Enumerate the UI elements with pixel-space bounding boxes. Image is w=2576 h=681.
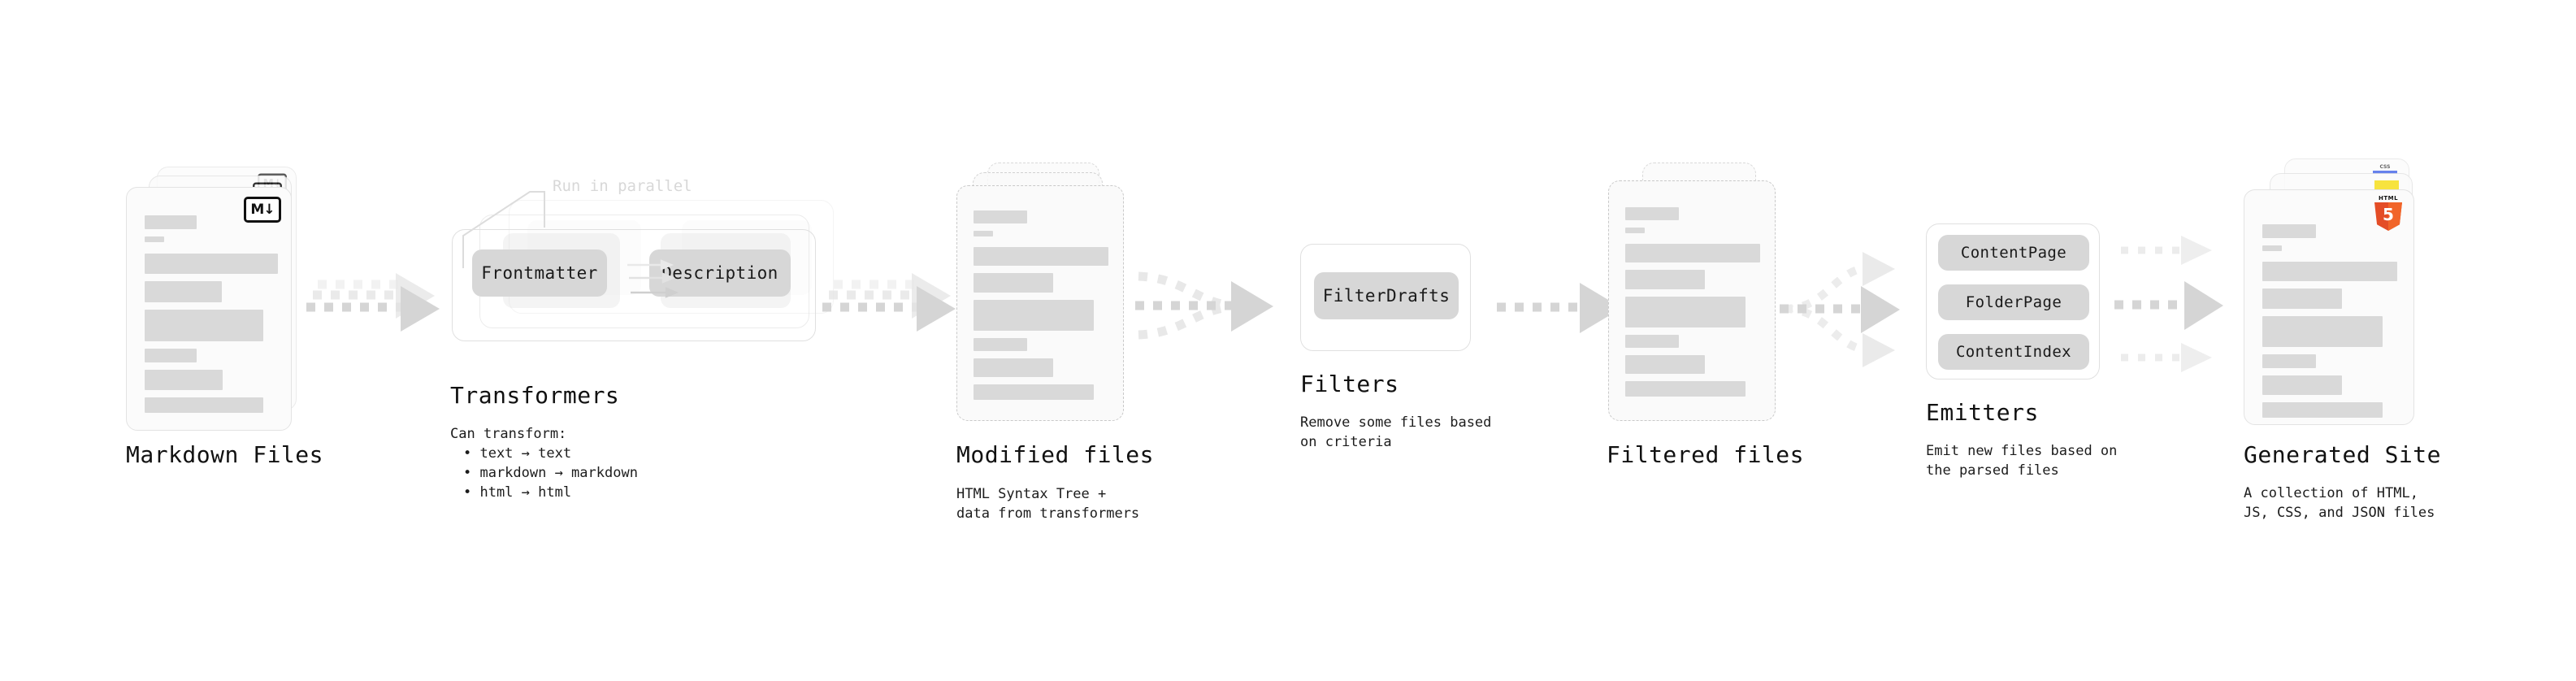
content-bar [2262, 262, 2397, 281]
content-bar [974, 300, 1094, 331]
content-bar [2262, 316, 2383, 347]
emitter-chip-label: FolderPage [1965, 293, 2062, 311]
transformer-chip-description[interactable]: Description [649, 249, 791, 297]
stage-generated-site: CSS HTML 5 [2244, 158, 2441, 521]
emitter-chip-contentpage[interactable]: ContentPage [1938, 235, 2089, 271]
markdown-card-content [145, 215, 278, 420]
markdown-badge-label: M↓ [250, 201, 275, 218]
filter-chip-label: FilterDrafts [1322, 286, 1451, 306]
transformer-chip-label: Frontmatter [481, 263, 598, 283]
html5-badge-label: HTML [2378, 195, 2399, 202]
emitter-chip-label: ContentIndex [1955, 343, 2072, 361]
generated-site-stack: CSS HTML 5 [2244, 158, 2434, 425]
css-badge-label: CSS [2379, 164, 2391, 170]
transformer-chip-frontmatter[interactable]: Frontmatter [472, 249, 607, 297]
html5-badge-icon: HTML 5 [2373, 195, 2404, 231]
stage-title: Generated Site [2244, 441, 2442, 468]
connector-modified-to-filters [1135, 271, 1273, 340]
markdown-badge-icon: M↓ [244, 197, 281, 223]
html5-shield-highlight [2388, 202, 2402, 231]
transformer-chip-label: Description [661, 263, 778, 283]
content-bar [145, 215, 197, 229]
stage-subtitle: A collection of HTML, JS, CSS, and JSON … [2244, 485, 2435, 521]
emitter-chip-label: ContentPage [1960, 244, 2067, 262]
stage-title: Transformers [450, 382, 620, 409]
connector-transformers-to-modified [822, 273, 956, 332]
run-in-parallel-note: Run in parallel [553, 177, 692, 195]
filtered-card-front [1608, 180, 1776, 421]
modified-file-stack [956, 163, 1142, 423]
content-bar [1625, 335, 1679, 348]
transformer-frame-front: Frontmatter Description [452, 229, 816, 341]
filtered-card-content [1625, 207, 1760, 404]
stage-subtitle: Can transform: [450, 426, 567, 442]
site-card-html: HTML 5 [2244, 189, 2414, 425]
emitters-frame: ContentPage FolderPage ContentIndex [1926, 223, 2100, 380]
content-bar [145, 349, 197, 362]
stage-bullet: • markdown → markdown [463, 465, 638, 481]
site-card-content [2262, 224, 2399, 425]
connector-markdown-to-transformers [306, 273, 440, 332]
content-bar [145, 370, 223, 390]
filter-chip-filterdrafts[interactable]: FilterDrafts [1314, 272, 1459, 319]
stage-subtitle: Remove some files based on criteria [1300, 414, 1492, 450]
stage-title: Filters [1300, 371, 1399, 397]
content-bar [974, 210, 1027, 223]
content-bar [2262, 288, 2342, 309]
stage-modified-files: Modified files HTML Syntax Tree + data f… [956, 163, 1154, 522]
filters-frame: FilterDrafts [1300, 244, 1471, 351]
stage-bullet: • html → html [463, 484, 572, 501]
modified-card-content [974, 210, 1108, 407]
content-bar [974, 358, 1053, 377]
content-bar [1625, 355, 1705, 374]
stage-title: Filtered files [1607, 441, 1805, 468]
stage-markdown-files: M↓ M↓ M↓ Markd [126, 167, 323, 468]
connector-filters-to-filtered [1497, 283, 1622, 333]
content-bar [145, 254, 278, 274]
content-bar [145, 397, 263, 413]
content-bar [1625, 270, 1705, 289]
emitter-chip-folderpage[interactable]: FolderPage [1938, 284, 2089, 320]
content-bar [145, 281, 222, 302]
content-bar [974, 338, 1027, 351]
html5-badge-digit: 5 [2383, 205, 2394, 224]
stage-title: Emitters [1926, 399, 2039, 426]
stage-filtered-files: Filtered files [1607, 163, 1804, 468]
content-bar [2262, 224, 2316, 238]
content-bar [145, 236, 164, 242]
content-bar [1625, 297, 1746, 327]
content-bar [974, 273, 1053, 293]
content-bar [1625, 207, 1679, 220]
filtered-file-stack [1608, 163, 1792, 423]
content-bar [1625, 244, 1760, 262]
content-bar [974, 384, 1094, 400]
content-bar [2262, 354, 2316, 368]
connector-filtered-to-emitters [1780, 252, 1900, 367]
stage-title: Markdown Files [126, 441, 324, 468]
emitter-chip-contentindex[interactable]: ContentIndex [1938, 334, 2089, 370]
markdown-file-stack: M↓ M↓ M↓ [126, 167, 305, 431]
content-bar [145, 310, 263, 341]
modified-card-front [956, 185, 1124, 421]
content-bar [1625, 228, 1645, 233]
stage-bullet: • text → text [463, 445, 572, 462]
stage-title: Modified files [956, 441, 1155, 468]
stage-subtitle: Emit new files based on the parsed files [1926, 443, 2118, 479]
content-bar [1625, 381, 1746, 397]
markdown-card-front: M↓ [126, 187, 292, 431]
content-bar [2262, 402, 2383, 418]
css-badge-underline [2373, 171, 2397, 174]
content-bar [2262, 245, 2282, 251]
content-bar [2262, 375, 2342, 395]
css-badge-icon: CSS [2373, 164, 2397, 175]
content-bar [974, 231, 993, 236]
content-bar [974, 247, 1108, 266]
stage-subtitle: HTML Syntax Tree + data from transformer… [956, 486, 1140, 522]
